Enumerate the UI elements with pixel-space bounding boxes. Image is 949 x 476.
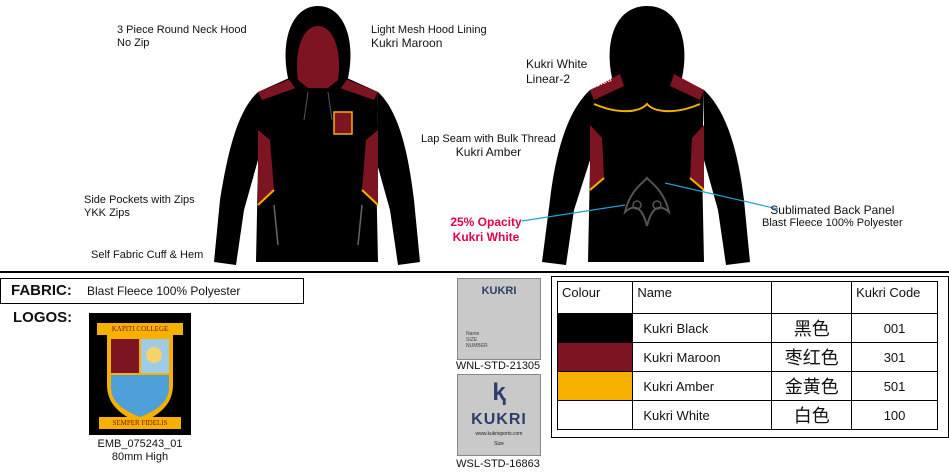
note-cuff: Self Fabric Cuff & Hem [91, 249, 204, 261]
colour-swatch [556, 371, 634, 401]
colour-swatch [556, 313, 634, 343]
name-label-line-size: SIZE [466, 337, 478, 343]
note-back-panel: Sublimated Back Panel Blast Fleece 100% … [762, 204, 903, 230]
note-lap-seam-line1: Lap Seam with Bulk Thread [421, 133, 556, 145]
table-row: Kukri White 白色 100 [556, 400, 938, 430]
colour-name: Kukri Amber [632, 371, 773, 401]
colour-swatch [556, 400, 634, 430]
name-label-line-number: NUMBER [466, 343, 488, 349]
size-label-size: Size [494, 441, 504, 447]
logo-code: EMB_075243_01 80mm High [89, 438, 191, 464]
note-lap-seam-line2: Kukri Amber [455, 145, 522, 159]
note-lining: Light Mesh Hood Lining Kukri Maroon [371, 24, 487, 50]
size-label-url: www.kukrisports.com [475, 431, 523, 437]
note-pockets-title: Side Pockets with Zips [84, 194, 195, 206]
colour-cn: 金黄色 [771, 371, 853, 401]
name-label-line-name: Name [466, 331, 480, 337]
name-label-code: WNL-STD-21305 [455, 360, 541, 372]
colour-swatch [556, 342, 634, 372]
header-code: Kukri Code [851, 281, 938, 314]
fabric-box: FABRIC: Blast Fleece 100% Polyester [0, 278, 304, 304]
colour-cn: 黑色 [771, 313, 853, 343]
crest-shield-icon [97, 323, 183, 429]
kukri-logo-icon: KUKRI [458, 285, 540, 297]
header-name: Name [632, 281, 773, 314]
colour-code: 001 [851, 313, 938, 343]
header-colour: Colour [556, 281, 634, 314]
logo-code-text: EMB_075243_01 [97, 438, 183, 450]
note-pockets-sub: YKK Zips [84, 207, 130, 219]
note-opacity: 25% Opacity Kukri White [441, 215, 531, 245]
note-kukri-white-line1: Kukri White [526, 57, 588, 71]
note-hood-line2: No Zip [117, 37, 150, 49]
note-hood: 3 Piece Round Neck Hood No Zip [117, 24, 247, 50]
front-hoodie-illustration [214, 6, 420, 265]
pointer-lines [521, 182, 779, 222]
note-pockets: Side Pockets with Zips YKK Zips [84, 194, 195, 220]
colour-table-header: Colour Name Kukri Code [556, 281, 938, 314]
fabric-label: FABRIC: [11, 282, 72, 299]
note-back-panel-line1: Sublimated Back Panel [770, 203, 895, 217]
note-lining-line2: Kukri Maroon [371, 36, 443, 50]
size-label-swatch: ⱪ KUKRI www.kukrisports.com Size [457, 374, 541, 456]
note-lining-line1: Light Mesh Hood Lining [371, 24, 487, 36]
table-row: Kukri Maroon 枣红色 301 [556, 342, 938, 372]
note-kukri-white: Kukri White Linear-2 [526, 57, 587, 87]
crest-top-text: KAPITI COLLEGE [111, 325, 169, 333]
logo-size-text: 80mm High [111, 451, 169, 463]
name-label-lines: Name SIZE NUMBER [466, 331, 488, 349]
colour-table: Colour Name Kukri Code Kukri Black 黑色 00… [556, 281, 938, 430]
back-hoodie-illustration [542, 6, 750, 265]
table-row: Kukri Amber 金黄色 501 [556, 371, 938, 401]
colour-name: Kukri Black [632, 313, 773, 343]
note-kukri-white-line2: Linear-2 [526, 72, 571, 86]
kukri-k-icon: ⱪ [492, 379, 506, 406]
colour-cn: 白色 [771, 400, 853, 430]
fabric-value: Blast Fleece 100% Polyester [87, 284, 241, 298]
colour-code: 501 [851, 371, 938, 401]
crest-logo: KAPITI COLLEGE SEMPER FIDELIS [89, 313, 191, 435]
colour-name: Kukri White [632, 400, 773, 430]
colour-name: Kukri Maroon [632, 342, 773, 372]
size-label-code: WSL-STD-16863 [456, 458, 540, 470]
crest-bottom-text: SEMPER FIDELIS [112, 419, 168, 427]
colour-cn: 枣红色 [771, 342, 853, 372]
note-back-panel-line2: Blast Fleece 100% Polyester [762, 217, 903, 229]
logos-label: LOGOS: [13, 309, 73, 326]
colour-code: 301 [851, 342, 938, 372]
section-divider [0, 271, 949, 273]
note-opacity-line1: 25% Opacity [450, 215, 522, 229]
table-row: Kukri Black 黑色 001 [556, 313, 938, 343]
note-opacity-line2: Kukri White [452, 230, 520, 244]
name-label-brand: KUKRI [481, 285, 517, 297]
size-label-brand: KUKRI [471, 411, 527, 428]
name-label-swatch: KUKRI Name SIZE NUMBER [457, 278, 541, 360]
colour-code: 100 [851, 400, 938, 430]
note-hood-line1: 3 Piece Round Neck Hood [117, 24, 247, 36]
header-cn [771, 281, 853, 314]
note-lap-seam: Lap Seam with Bulk Thread Kukri Amber [421, 133, 556, 159]
